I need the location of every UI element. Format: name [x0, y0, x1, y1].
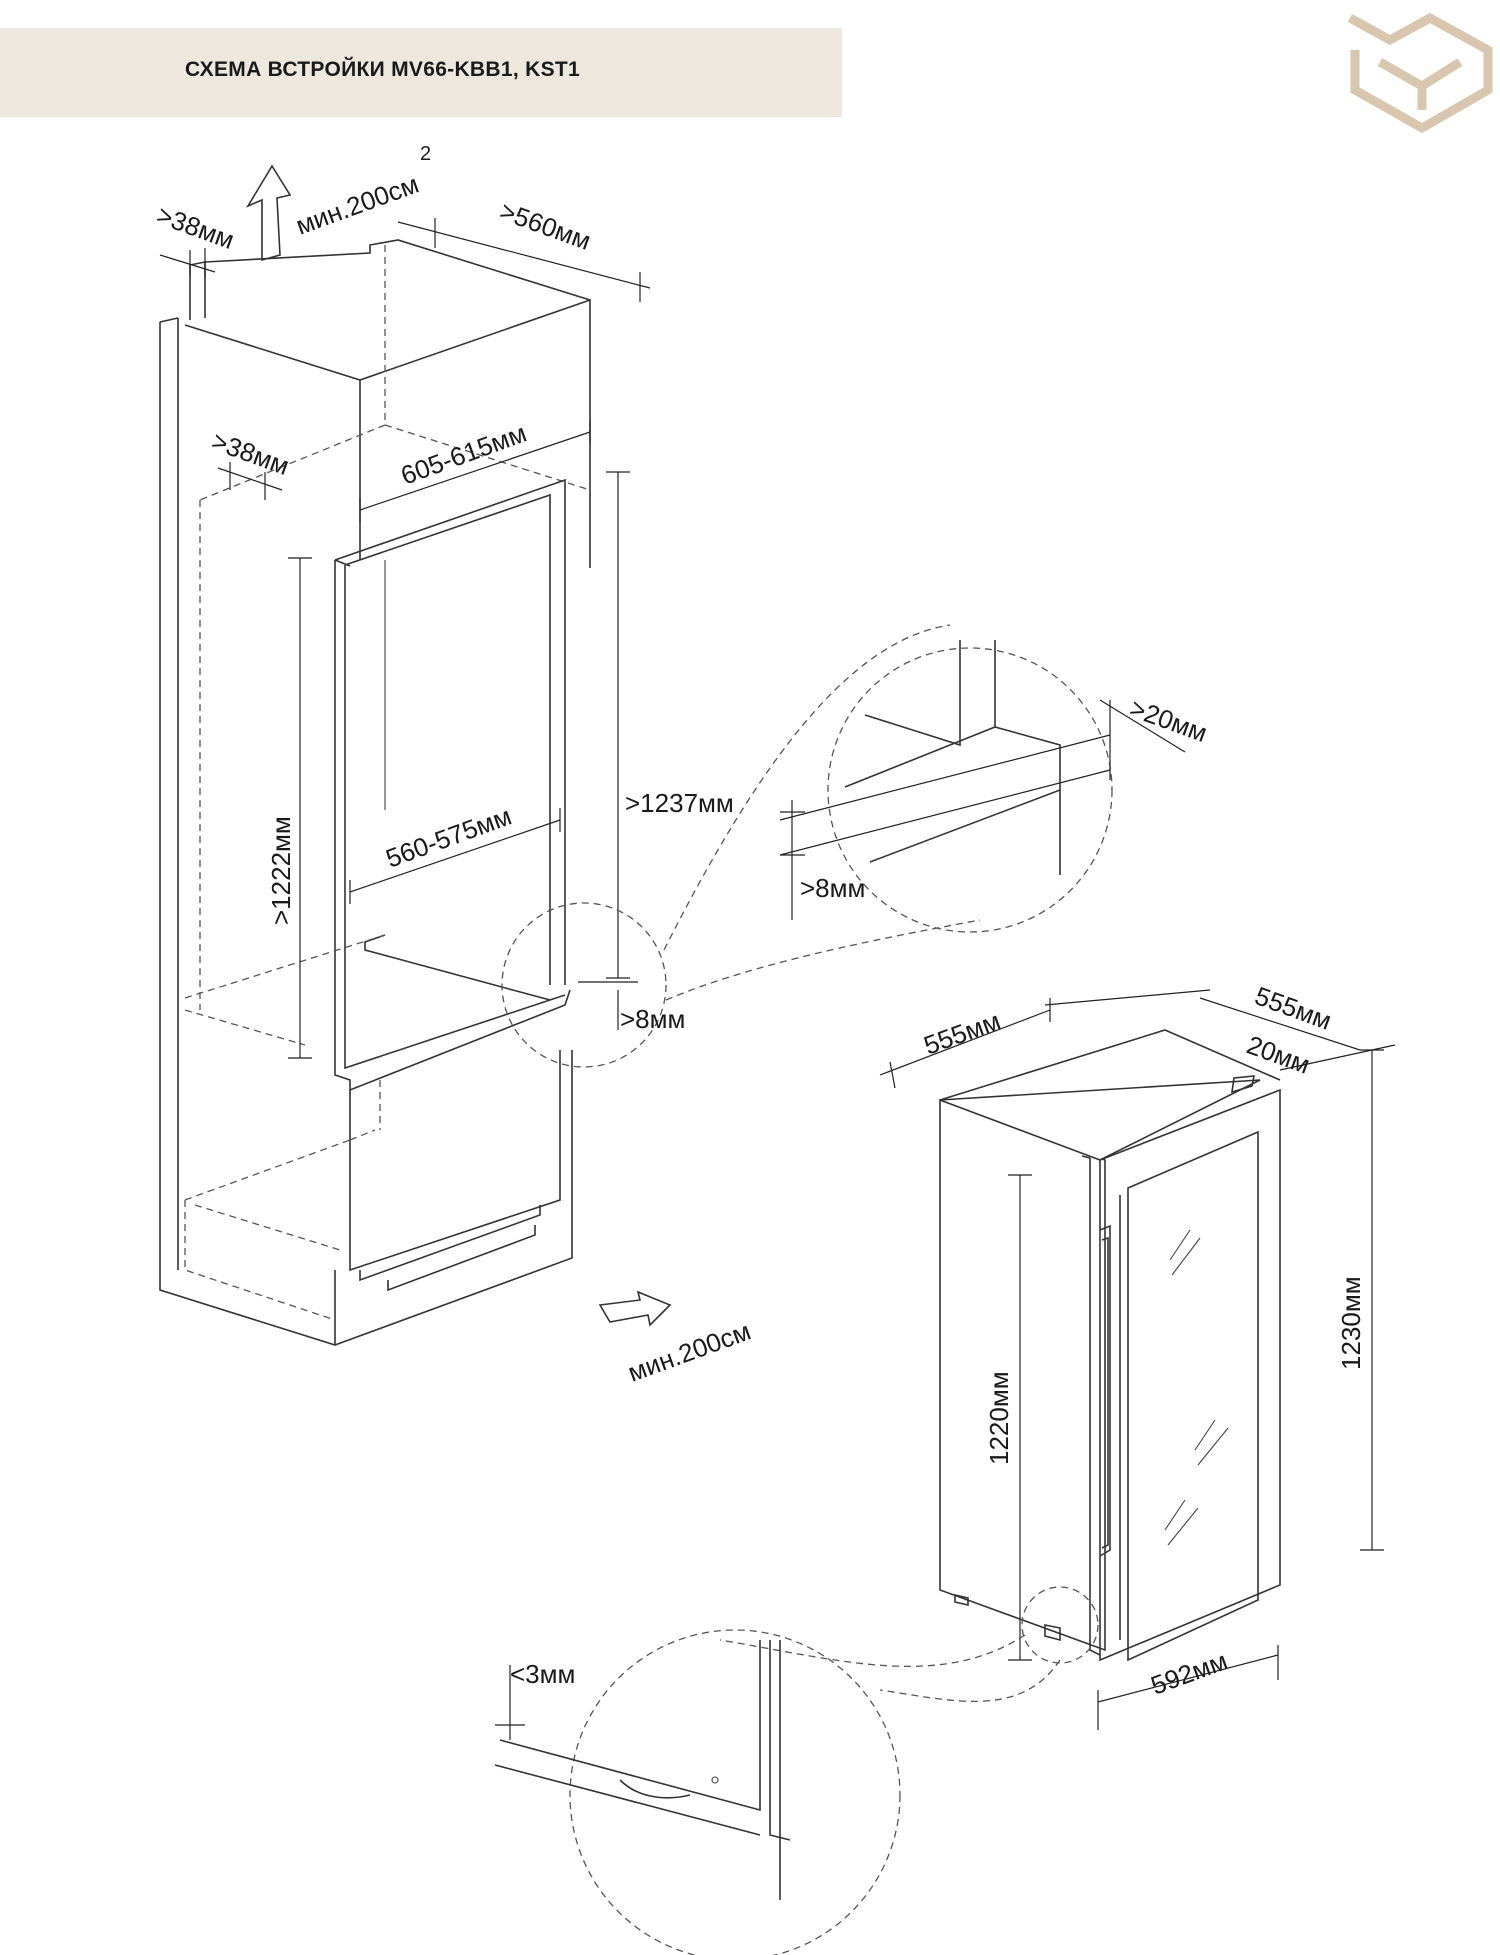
vent-arrow-top-icon	[246, 164, 292, 262]
label-unit-body-height: 1220мм	[984, 1371, 1014, 1465]
label-width-inner: 560-575мм	[382, 801, 516, 874]
label-vent-top: мин.200см	[292, 169, 423, 241]
label-detail-gap-door: <3мм	[510, 1659, 575, 1689]
label-depth-top: >560мм	[496, 195, 595, 255]
label-gap-top: >38мм	[153, 199, 238, 255]
unit-dimensions	[879, 989, 1396, 1730]
label-gap-mid: >38мм	[208, 425, 293, 481]
label-vent-top-sup: 2	[420, 143, 431, 165]
cabinet-dimensions	[159, 218, 651, 1059]
detail-view-door-gap	[494, 1629, 901, 1955]
label-detail-gap-back: >20мм	[1126, 692, 1211, 748]
wine-cooler-drawing	[939, 1029, 1281, 1662]
page-title: СХЕМА ВСТРОЙКИ MV66-KBB1, KST1	[185, 58, 580, 81]
label-unit-depth: 555мм	[920, 1005, 1005, 1060]
label-detail-gap-bottom: >8мм	[800, 873, 865, 903]
brand-logo-icon	[1347, 12, 1493, 134]
label-door-thickness: 20мм	[1243, 1029, 1314, 1079]
label-vent-bottom: мин.200см	[624, 1316, 755, 1388]
label-width-outer: 605-615мм	[397, 418, 531, 491]
header-bar	[0, 28, 842, 117]
detail-leader-line	[663, 624, 951, 951]
label-gap-side: >8мм	[620, 1004, 685, 1034]
label-unit-width-door: 592мм	[1147, 1645, 1232, 1700]
label-height-total: >1237мм	[625, 788, 734, 818]
vent-arrow-bottom-icon	[598, 1290, 672, 1327]
label-height-niche: >1222мм	[266, 816, 296, 925]
cabinet-drawing	[159, 239, 591, 1346]
label-unit-width: 555мм	[1251, 980, 1336, 1035]
detail-marker-circle-2	[1021, 1586, 1099, 1664]
detail-marker-circle	[501, 902, 667, 1068]
detail-leader-line-2	[719, 1634, 1026, 1668]
detail-view-gap	[779, 640, 1186, 933]
label-unit-height: 1230мм	[1336, 1276, 1366, 1370]
